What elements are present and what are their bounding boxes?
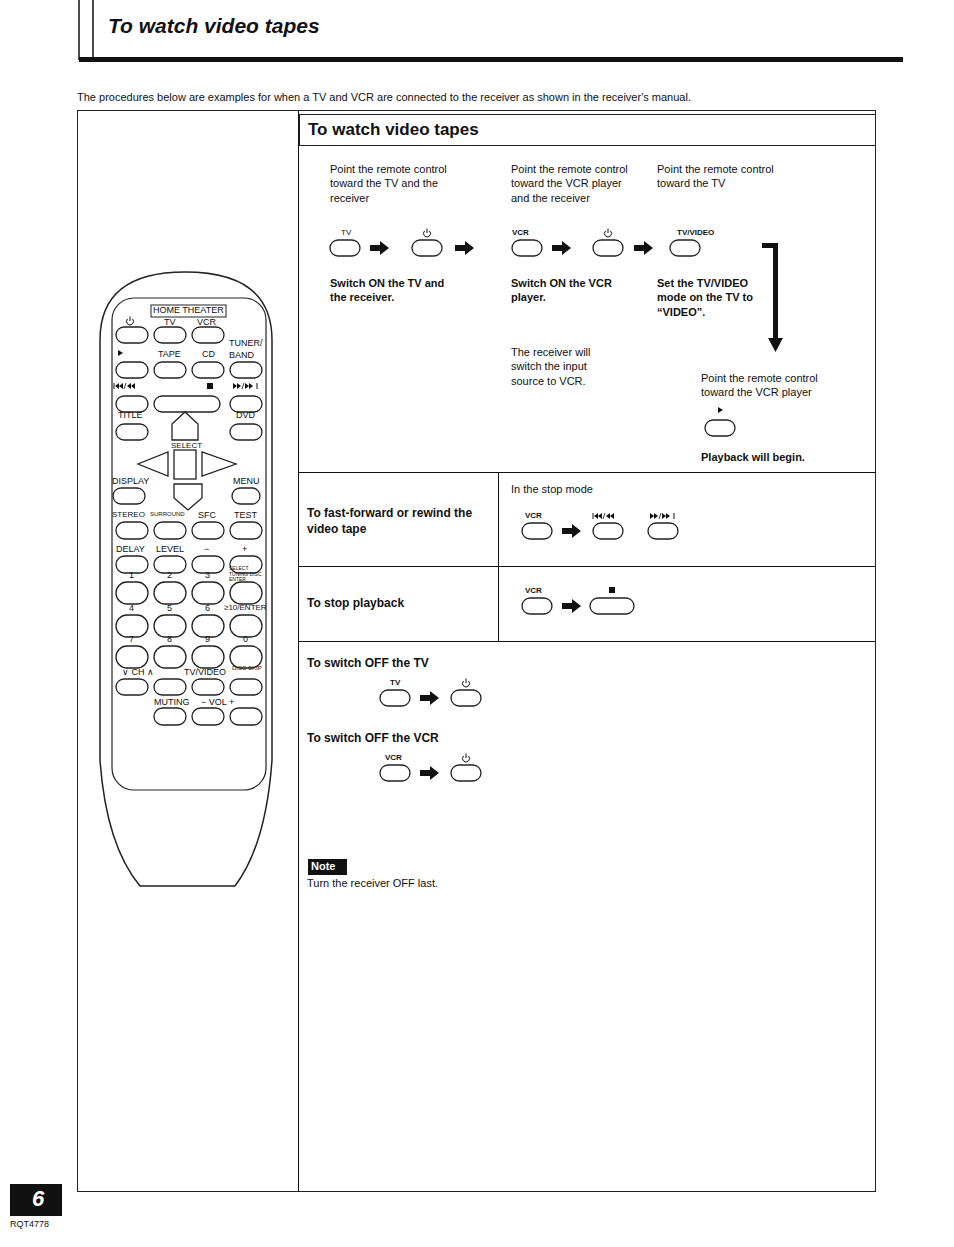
remote-label: DVD (236, 410, 255, 422)
table-cell: To fast-forward or rewind the video tape (307, 506, 492, 537)
remote-label: 6 (205, 603, 210, 615)
step-caption: Switch ON the VCR player. (511, 276, 621, 305)
remote-label: TV (164, 317, 176, 329)
remote-label: STEREO (112, 510, 145, 520)
intro-text: The procedures below are examples for wh… (77, 90, 691, 104)
step-caption: Playback will begin. (701, 450, 805, 464)
remote-label: 5 (167, 603, 172, 615)
remote-label: DISPLAY (112, 476, 149, 488)
remote-label: 9 (205, 634, 210, 646)
button-label: VCR (385, 753, 402, 763)
remote-label: 1 (129, 570, 134, 582)
button-label: TV (390, 678, 400, 688)
document-code: RQT4778 (10, 1219, 49, 1231)
instruction: Point the remote control toward the TV (657, 162, 787, 191)
remote-label: MENU (233, 476, 260, 488)
remote-label: 3 (205, 570, 210, 582)
remote-label: ∨ CH ∧ (122, 667, 154, 679)
instruction: Point the remote control toward the TV a… (330, 162, 452, 205)
button-label: VCR (512, 228, 529, 238)
remote-label: HOME THEATER (153, 305, 224, 317)
node-text: 6 (32, 1186, 62, 1212)
remote-label: SELECT (171, 441, 202, 451)
remote-label: TV/VIDEO (184, 667, 226, 679)
button-label: TV (341, 228, 351, 238)
remote-label: 8 (167, 634, 172, 646)
page-title: To watch video tapes (108, 12, 320, 39)
node-text: To watch video tapes (308, 120, 867, 140)
remote-label: 7 (129, 634, 134, 646)
remote-label: 0 (243, 634, 248, 646)
button-label: VCR (525, 511, 542, 521)
remote-label: SURROUND (150, 511, 185, 518)
note-text: Turn the receiver OFF last. (307, 876, 438, 890)
section-heading: To switch OFF the VCR (307, 731, 439, 747)
remote-label: SELECT TUNING DISC ENTER (229, 566, 263, 583)
instruction: Point the remote control toward the VCR … (511, 162, 631, 205)
remote-label: LEVEL (156, 544, 184, 556)
note-badge: Note (308, 859, 347, 875)
instruction: Point the remote control toward the VCR … (701, 371, 851, 400)
remote-label: − VOL + (201, 697, 234, 709)
button-label: TV/VIDEO (677, 228, 714, 238)
step-note: The receiver will switch the input sourc… (511, 345, 616, 388)
remote-label: TUNER/ BAND (229, 338, 265, 361)
section-heading: To switch OFF the TV (307, 656, 429, 672)
remote-label: TITLE (118, 410, 143, 422)
step-caption: Set the TV/VIDEO mode on the TV to “VIDE… (657, 276, 769, 319)
remote-label: VCR (197, 317, 216, 329)
remote-label: DELAY (116, 544, 145, 556)
remote-label: ≥10/ENTER (224, 603, 267, 613)
table-cell: To stop playback (307, 596, 404, 612)
page-number-box: 6 (10, 1184, 62, 1216)
section-header: To watch video tapes (299, 114, 876, 146)
remote-label: TAPE (158, 349, 181, 361)
remote-label: MUTING (154, 697, 190, 709)
remote-label: CD (202, 349, 215, 361)
remote-label: TEST (234, 510, 257, 522)
node-text: Note (311, 860, 344, 873)
remote-label: − (204, 544, 209, 556)
remote-label: 4 (129, 603, 134, 615)
remote-label: 2 (167, 570, 172, 582)
step-caption: Switch ON the TV and the receiver. (330, 276, 460, 305)
button-label: VCR (525, 586, 542, 596)
remote-label: SFC (198, 510, 216, 522)
table-cell: In the stop mode (511, 482, 593, 496)
remote-label: DISC SKIP (232, 665, 262, 672)
remote-label: + (242, 544, 247, 556)
